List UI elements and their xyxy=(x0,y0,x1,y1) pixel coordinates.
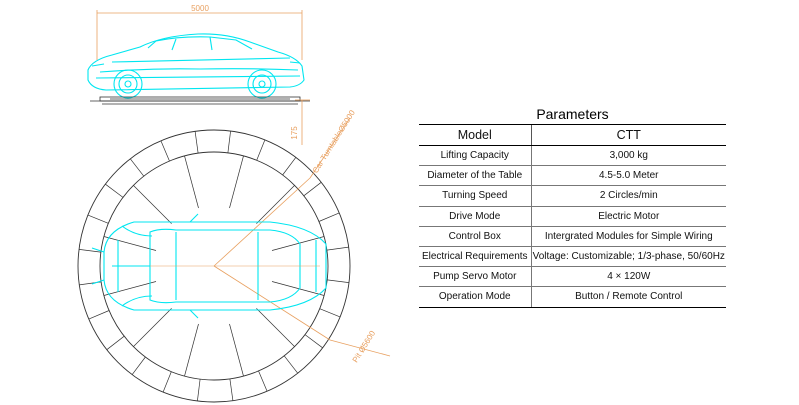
top-view: Car TurntableØ5000 Pit Ø5600 xyxy=(77,108,391,403)
pit-circle xyxy=(77,129,351,403)
spoke-line xyxy=(327,279,350,283)
turntable-platform-side xyxy=(90,96,310,105)
parameter-name: Diameter of the Table xyxy=(419,165,531,187)
spoke-line xyxy=(105,183,124,198)
spoke-line xyxy=(271,236,325,251)
car-top-wireframe xyxy=(91,213,327,319)
spoke-line xyxy=(184,155,199,209)
length-dimension-label: 5000 xyxy=(191,4,209,13)
parameter-name: Pump Servo Motor xyxy=(419,266,531,288)
parameter-name: Control Box xyxy=(419,226,531,247)
header-model: Model xyxy=(419,124,531,146)
spoke-line xyxy=(133,185,172,224)
spoke-line xyxy=(78,249,101,253)
spoke-line xyxy=(88,310,110,320)
parameter-name: Electrical Requirements xyxy=(419,246,531,268)
parameter-value: Button / Remote Control xyxy=(530,286,726,308)
spoke-line xyxy=(162,371,172,393)
car-side-wireframe xyxy=(87,33,305,99)
header-ctt: CTT xyxy=(530,124,726,146)
spoke-line xyxy=(133,308,172,347)
spoke-line xyxy=(283,355,298,374)
spoke-line xyxy=(303,182,322,197)
spoke-line xyxy=(197,379,201,402)
parameters-title: Parameters xyxy=(536,106,609,122)
spoke-line xyxy=(229,155,244,209)
spoke-line xyxy=(103,236,157,251)
spoke-line xyxy=(229,323,244,377)
spoke-line xyxy=(318,212,340,222)
height-dimension-label: 175 xyxy=(290,126,299,140)
technical-drawing: 5000 xyxy=(77,4,391,403)
parameter-value: 3,000 kg xyxy=(530,145,726,167)
spoke-line xyxy=(319,308,341,318)
spoke-line xyxy=(326,246,349,251)
spoke-line xyxy=(130,158,145,177)
parameter-value: Voltage: Customizable; 1/3-phase, 50/60H… xyxy=(530,246,726,268)
parameter-value: 4.5-5.0 Meter xyxy=(530,165,726,187)
spoke-line xyxy=(131,356,146,375)
spoke-line xyxy=(271,281,325,296)
side-view: 5000 xyxy=(87,4,310,145)
spoke-line xyxy=(184,323,199,377)
parameter-value: Electric Motor xyxy=(530,206,726,227)
parameter-value: 4 × 120W xyxy=(530,266,726,288)
parameter-value: 2 Circles/min xyxy=(530,185,726,207)
parameter-name: Lifting Capacity xyxy=(419,145,531,167)
spoke-line xyxy=(256,185,295,224)
table-header-row: Model CTT xyxy=(419,124,726,146)
length-dimension-line xyxy=(96,10,303,60)
spoke-line xyxy=(194,131,199,154)
parameter-value: Intergrated Modules for Simple Wiring xyxy=(530,226,726,247)
parameter-name: Drive Mode xyxy=(419,206,531,227)
spoke-line xyxy=(256,308,295,347)
parameter-name: Turning Speed xyxy=(419,185,531,207)
spoke-line xyxy=(227,130,231,153)
spoke-line xyxy=(106,335,125,350)
parameter-name: Operation Mode xyxy=(419,286,531,308)
spoke-line xyxy=(87,214,109,224)
turntable-circle xyxy=(99,151,329,381)
turntable-diameter-label: Car TurntableØ5000 xyxy=(311,108,357,175)
spoke-line xyxy=(256,139,266,161)
spoke-line xyxy=(160,140,170,162)
spoke-line xyxy=(282,157,297,176)
label-leaders xyxy=(213,117,391,357)
spoke-line xyxy=(304,334,323,349)
spoke-line xyxy=(103,281,157,296)
height-dimension-line xyxy=(295,99,310,145)
spoke-line xyxy=(258,370,268,392)
spoke-line xyxy=(229,378,234,401)
